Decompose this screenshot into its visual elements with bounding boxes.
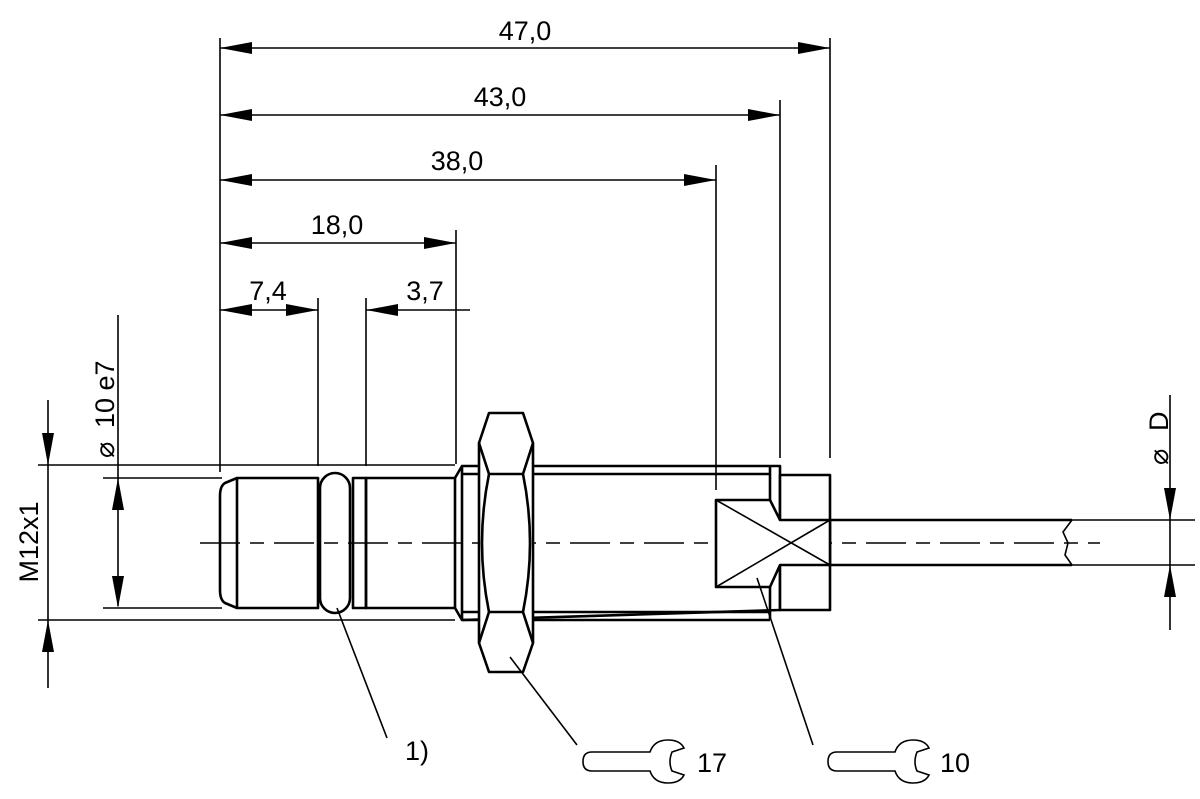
dimension-diameter-10: ⌀ 10 e7 (90, 315, 222, 609)
dimension-7-4: 7,4 (220, 276, 318, 316)
dim-label-3-7: 3,7 (406, 276, 444, 306)
dim-label-43: 43,0 (474, 82, 527, 112)
dim-label-38: 38,0 (431, 146, 484, 176)
diameter-d-symbol: ⌀ (1144, 449, 1174, 465)
dimension-18: 18,0 (220, 210, 456, 249)
dim-label-47: 47,0 (499, 16, 552, 46)
dim-label-7-4: 7,4 (249, 276, 287, 306)
dimension-3-7: 3,7 (366, 276, 470, 316)
dimension-thread: M12x1 (14, 400, 455, 688)
wrench-icon (827, 739, 931, 784)
note-1-label: 1) (405, 736, 429, 766)
diameter-d-label: D (1144, 412, 1174, 432)
dimension-43: 43,0 (220, 82, 780, 121)
dimension-diameter-d: ⌀ D (1070, 395, 1195, 630)
o-ring (318, 471, 352, 615)
diameter-10-label: 10 e7 (90, 360, 120, 428)
wrench-icon (582, 739, 686, 784)
callout-wrench-10: 10 (756, 577, 970, 784)
thread-label: M12x1 (14, 501, 44, 582)
wrench-size-10: 10 (940, 748, 970, 778)
break-line (1062, 519, 1073, 566)
sensor-body (218, 411, 1073, 674)
dim-label-18: 18,0 (311, 210, 364, 240)
dimension-38: 38,0 (220, 146, 716, 186)
callout-note-1: 1) (336, 607, 429, 766)
wrench-size-17: 17 (697, 748, 727, 778)
hex-nut (477, 411, 535, 674)
callout-wrench-17: 17 (509, 656, 727, 784)
diameter-symbol: ⌀ (90, 442, 120, 458)
dimension-47: 47,0 (220, 16, 830, 54)
extension-lines (219, 38, 831, 490)
